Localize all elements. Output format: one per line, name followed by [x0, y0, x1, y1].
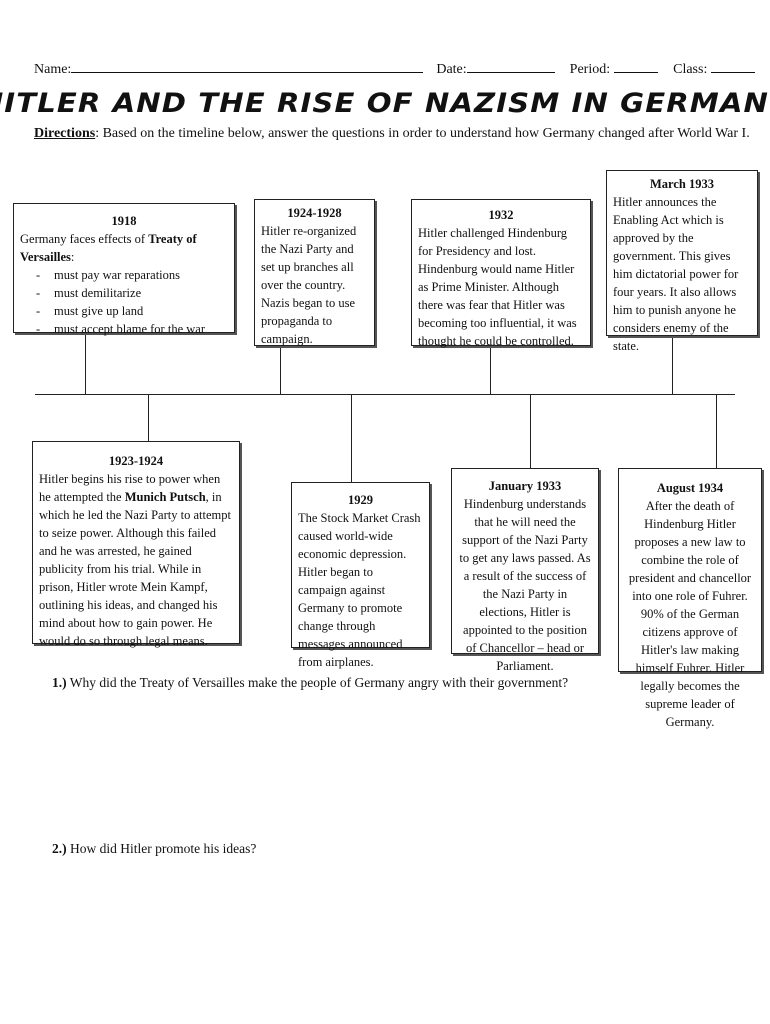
connector-aug1934 — [716, 394, 717, 468]
treaty-terms-list: must pay war reparations must demilitari… — [20, 266, 228, 338]
event-text: The Stock Market Crash caused world-wide… — [298, 511, 421, 669]
putsch-term: Munich Putsch — [124, 490, 206, 504]
connector-1918 — [85, 333, 86, 394]
event-year: 1929 — [348, 493, 373, 507]
event-march-1933: March 1933 Hitler announces the Enabling… — [606, 170, 758, 353]
student-info-header: Name: Date: Period: Class: — [34, 60, 756, 78]
connector-jan1933 — [530, 394, 531, 468]
event-1918: 1918 Germany faces effects of Treaty of … — [13, 203, 235, 338]
event-1932: 1932 Hitler challenged Hindenburg for Pr… — [411, 199, 591, 348]
event-year: 1924-1928 — [287, 206, 342, 220]
event-year: 1932 — [488, 208, 514, 222]
event-1924-1928: 1924-1928 Hitler re-organized the Nazi P… — [254, 199, 375, 346]
name-blank[interactable] — [71, 60, 424, 73]
question-text: How did Hitler promote his ideas? — [70, 841, 257, 856]
directions-text: : Based on the timeline below, answer th… — [95, 126, 750, 141]
list-item: must give up land — [36, 302, 228, 320]
directions: Directions: Based on the timeline below,… — [34, 126, 754, 142]
event-year: 1923-1924 — [108, 454, 164, 468]
event-1923-1924: 1923-1924 Hitler begins his rise to powe… — [32, 441, 240, 648]
timeline-axis — [35, 394, 735, 395]
event-text: , in which he led the Nazi Party to atte… — [39, 490, 231, 648]
event-january-1933: January 1933 Hindenburg understands that… — [451, 468, 599, 673]
date-label: Date: — [436, 62, 467, 77]
event-year: August 1934 — [656, 481, 724, 495]
treaty-term: Treaty of Versailles — [20, 232, 197, 264]
event-text: Hitler begins his rise to power when he … — [39, 472, 221, 504]
event-august-1934: August 1934 After the death of Hindenbur… — [618, 468, 762, 729]
connector-1924 — [280, 346, 281, 394]
event-text: Hitler announces the Enabling Act which … — [613, 195, 739, 353]
event-year: January 1933 — [488, 479, 562, 493]
question-number: 2.) — [52, 841, 67, 856]
class-label: Class: — [673, 62, 708, 77]
event-text: Hindenburg understands that he will need… — [459, 497, 591, 673]
question-number: 1.) — [52, 675, 67, 690]
event-text: Germany faces effects of — [20, 232, 149, 246]
list-item: must demilitarize — [36, 284, 228, 302]
connector-1923 — [148, 394, 149, 441]
list-item: must accept blame for the war — [36, 320, 228, 338]
event-text: Hitler challenged Hindenburg for Preside… — [418, 226, 577, 348]
period-label: Period: — [569, 62, 611, 77]
event-1929: 1929 The Stock Market Crash caused world… — [291, 482, 430, 669]
date-blank[interactable] — [466, 60, 555, 73]
connector-1929 — [351, 394, 352, 482]
event-text: Hitler re-organized the Nazi Party and s… — [261, 224, 357, 346]
question-2: 2.) How did Hitler promote his ideas? — [52, 841, 256, 857]
name-label: Name: — [34, 62, 72, 77]
event-text: After the death of Hindenburg Hitler pro… — [628, 499, 752, 729]
page-title: HITLER AND THE RISE OF NAZISM IN GERMANY — [0, 88, 770, 119]
event-text: : — [70, 250, 75, 264]
period-blank[interactable] — [614, 60, 659, 73]
event-year: March 1933 — [650, 177, 714, 191]
class-blank[interactable] — [711, 60, 756, 73]
connector-1932 — [490, 346, 491, 394]
list-item: must pay war reparations — [36, 266, 228, 284]
connector-mar1933 — [672, 336, 673, 394]
question-1: 1.) Why did the Treaty of Versailles mak… — [52, 675, 568, 691]
event-year: 1918 — [111, 214, 137, 228]
directions-label: Directions — [34, 126, 96, 141]
question-text: Why did the Treaty of Versailles make th… — [69, 675, 569, 690]
